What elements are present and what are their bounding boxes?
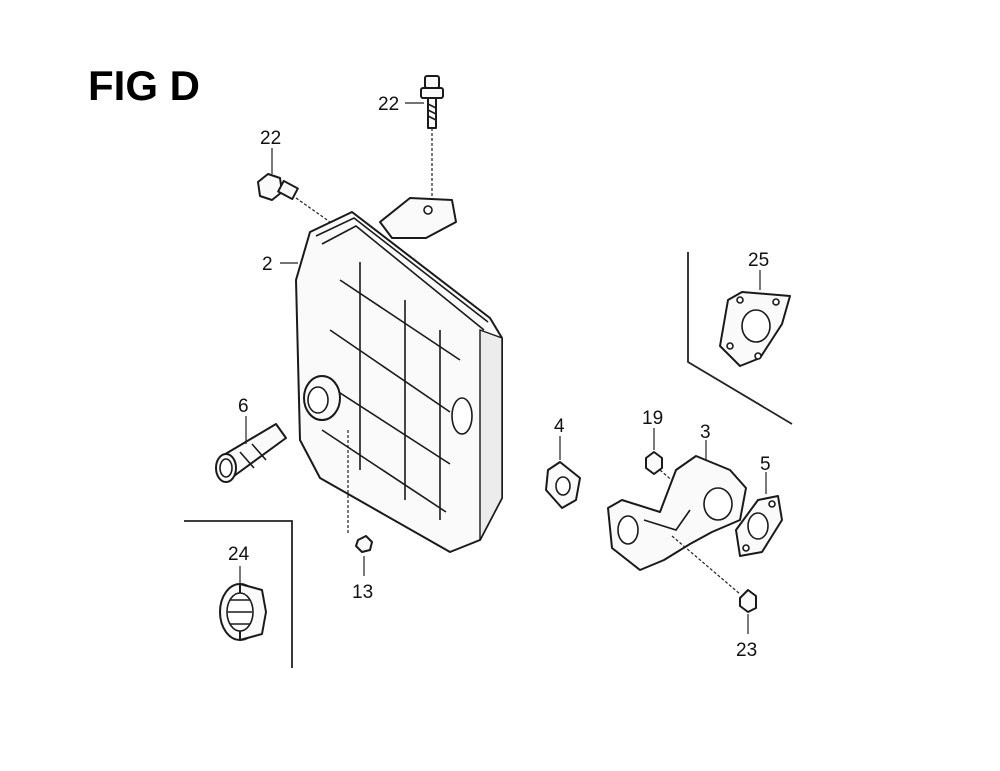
bolt-23-part [671,535,757,613]
callout-22-left: 22 [260,128,281,149]
callout-24: 24 [228,544,250,565]
exhaust-pipe-part [607,455,747,571]
callout-19: 19 [642,408,663,429]
bolt-left-part [257,173,331,223]
callout-4: 4 [554,416,565,437]
callout-5: 5 [760,454,771,475]
gasket-4-part [545,461,581,509]
callout-22-top: 22 [378,94,399,115]
inset-frame-right [687,252,793,425]
bolt-top-part [420,75,444,200]
callout-25: 25 [748,250,769,271]
gasket-25-part [719,291,791,367]
callout-23: 23 [736,640,757,661]
nut-13-part [355,535,373,553]
callout-6: 6 [238,396,249,417]
gasket-5-part [735,495,783,557]
spark-arrester-part [215,423,287,483]
inset-frame-left [184,520,293,668]
muffler-part [295,197,503,553]
figure-title: FIG D [88,62,200,109]
callout-13: 13 [352,582,373,603]
callout-2: 2 [262,254,273,275]
cap-24-part [219,583,267,641]
callout-3: 3 [700,422,711,443]
